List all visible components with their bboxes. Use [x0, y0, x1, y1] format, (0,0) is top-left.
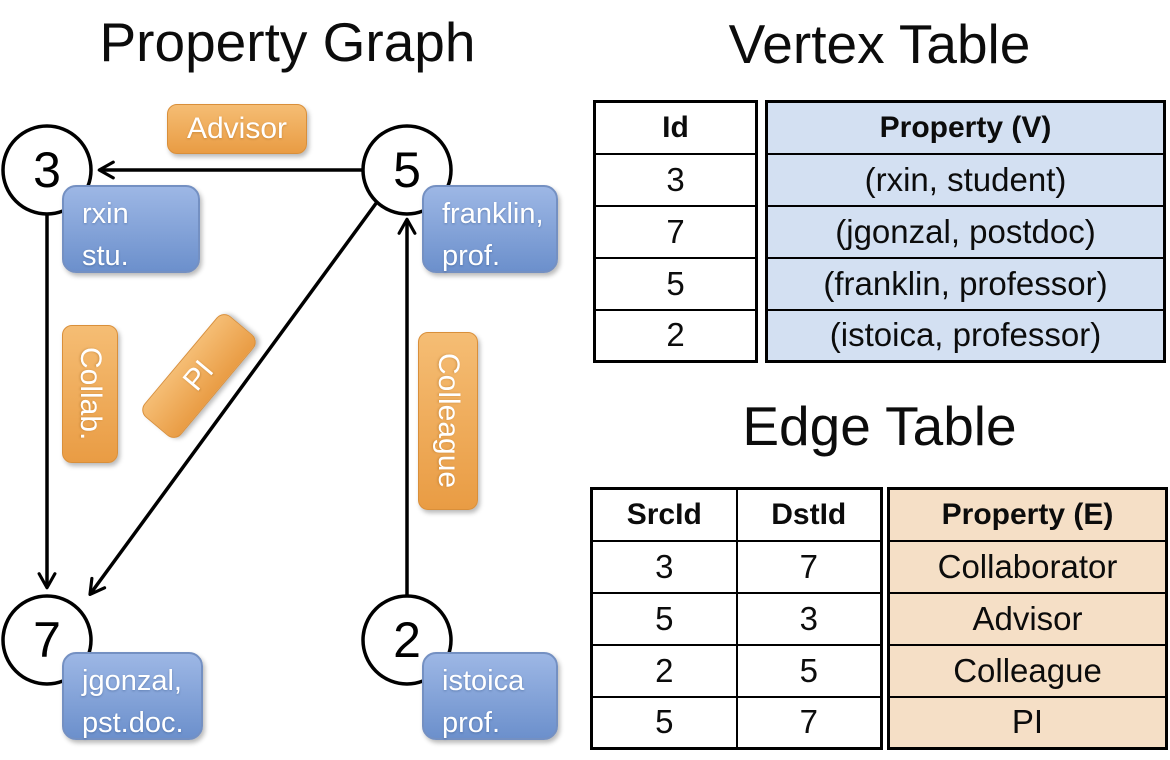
- vertex-property-line: franklin,: [442, 198, 544, 230]
- table-row: 2: [593, 308, 758, 363]
- vertex-property-line: rxin: [82, 198, 129, 230]
- vertex-property-line: prof.: [442, 240, 501, 273]
- vertex-property-line: pst.doc.: [82, 707, 184, 740]
- table-row: PI: [887, 695, 1168, 750]
- edge-srcid-cell: 5: [590, 695, 738, 750]
- node-id-7: 7: [33, 612, 61, 668]
- edge-label-advisor: Advisor: [167, 104, 307, 154]
- table-row: 5: [593, 256, 758, 311]
- edge-table-header-dstid: DstId: [735, 487, 883, 542]
- table-row: (rxin, student): [765, 152, 1166, 207]
- edge-dstid-cell: 5: [735, 643, 883, 698]
- edge-property-cell: Advisor: [887, 591, 1168, 646]
- vertex-table-property-column: Property (V) (rxin, student) (jgonzal, p…: [765, 100, 1166, 363]
- edge-property-cell: Colleague: [887, 643, 1168, 698]
- node-id-5: 5: [393, 142, 421, 198]
- table-row: 5 3: [590, 591, 883, 646]
- vertex-property-line: istoica: [442, 665, 525, 697]
- edge-table-title: Edge Table: [742, 395, 1017, 457]
- vertex-property-box-7: jgonzal, pst.doc.: [62, 652, 203, 740]
- edge-dstid-cell: 3: [735, 591, 883, 646]
- table-row: (jgonzal, postdoc): [765, 204, 1166, 259]
- vertex-table-header-property: Property (V): [765, 100, 1166, 155]
- vertex-table-header-id: Id: [593, 100, 758, 155]
- node-id-2: 2: [393, 612, 421, 668]
- vertex-id-cell: 7: [593, 204, 758, 259]
- table-row: 5 7: [590, 695, 883, 750]
- edge-table-header-srcid: SrcId: [590, 487, 738, 542]
- table-row: (istoica, professor): [765, 308, 1166, 363]
- vertex-property-cell: (jgonzal, postdoc): [765, 204, 1166, 259]
- vertex-table-id-column: Id 3 7 5 2: [593, 100, 758, 363]
- edge-srcid-cell: 3: [590, 539, 738, 594]
- vertex-table-title: Vertex Table: [728, 13, 1031, 75]
- edge-srcid-cell: 5: [590, 591, 738, 646]
- edge-table-header-property: Property (E): [887, 487, 1168, 542]
- edge-property-cell: PI: [887, 695, 1168, 750]
- vertex-property-cell: (franklin, professor): [765, 256, 1166, 311]
- table-row: Colleague: [887, 643, 1168, 698]
- edge-label-collab: Collab.: [62, 325, 118, 463]
- vertex-property-box-2: istoica prof.: [422, 652, 558, 740]
- edge-table-property-column: Property (E) Collaborator Advisor Collea…: [887, 487, 1168, 750]
- table-row: 3: [593, 152, 758, 207]
- edge-property-cell: Collaborator: [887, 539, 1168, 594]
- edge-label-colleague: Colleague: [418, 332, 478, 510]
- edge-pi-5-to-7: [88, 200, 379, 596]
- edge-dstid-cell: 7: [735, 539, 883, 594]
- table-row: 3 7: [590, 539, 883, 594]
- table-row: 7: [593, 204, 758, 259]
- vertex-property-cell: (istoica, professor): [765, 308, 1166, 363]
- vertex-property-box-5: franklin, prof.: [422, 185, 558, 273]
- edge-dstid-cell: 7: [735, 695, 883, 750]
- edge-table-id-columns: SrcId DstId 3 7 5 3 2 5 5 7: [590, 487, 883, 750]
- table-row: Advisor: [887, 591, 1168, 646]
- property-graph-title: Property Graph: [99, 11, 476, 73]
- vertex-property-cell: (rxin, student): [765, 152, 1166, 207]
- vertex-property-line: stu.: [82, 240, 129, 273]
- table-row: 2 5: [590, 643, 883, 698]
- vertex-id-cell: 5: [593, 256, 758, 311]
- vertex-property-line: jgonzal,: [82, 665, 182, 697]
- vertex-property-line: prof.: [442, 707, 501, 740]
- table-row: Collaborator: [887, 539, 1168, 594]
- node-id-3: 3: [33, 142, 61, 198]
- vertex-id-cell: 2: [593, 308, 758, 363]
- edge-srcid-cell: 2: [590, 643, 738, 698]
- table-row: (franklin, professor): [765, 256, 1166, 311]
- vertex-property-box-3: rxin stu.: [62, 185, 200, 273]
- vertex-id-cell: 3: [593, 152, 758, 207]
